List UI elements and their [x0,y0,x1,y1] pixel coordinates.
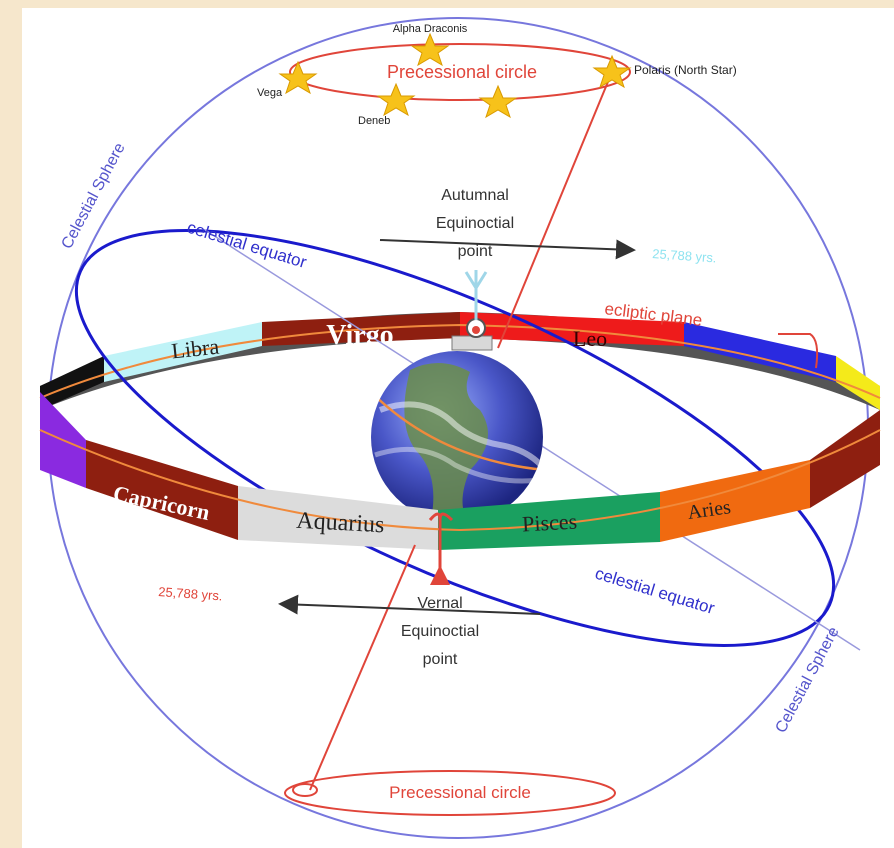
label-autumnal-line1: Autumnal [441,187,509,204]
label-years-left: 25,788 yrs. [158,584,223,603]
label-vega: Vega [257,87,283,99]
label-vernal-line1: Vernal [417,595,462,612]
precession-loop-bottom [292,783,318,797]
label-autumnal-line3: point [458,243,493,260]
ecliptic-plane-pointer [778,333,819,369]
axis-line-top [497,71,613,349]
celestial-equator-orbit [74,229,836,647]
zodiac-label-aquarius: Aquarius [296,508,385,539]
vernal-motion-arrow [278,594,541,615]
star-alpha-draconis [410,32,450,67]
earth-globe [371,351,543,523]
zodiac-label-libra: Libra [170,334,220,364]
zodiac-ring-back [39,312,881,410]
label-precessional-circle-top: Precessional circle [387,62,537,82]
label-vernal-line3: point [423,651,458,668]
zodiac-ring-front [39,392,881,550]
precessional-circle-top-ellipse [289,43,631,101]
label-alpha-draconis: Alpha Draconis [393,23,468,35]
label-vernal-line2: Equinoctial [401,623,479,640]
star-polaris [592,54,632,89]
star-deneb [376,82,416,117]
zodiac-label-virgo: Virgo [326,320,393,351]
zodiac-label-leo: Leo [573,326,607,351]
label-polaris: Polaris (North Star) [634,63,737,77]
vernal-point-marker [428,512,454,585]
north-pole-marker [451,318,493,351]
label-precessional-circle-bottom: Precessional circle [389,783,531,802]
star-vega [278,60,318,95]
autumnal-point-marker [464,270,488,320]
label-autumnal-line2: Equinoctial [436,215,514,232]
label-deneb: Deneb [358,115,390,127]
star-unnamed [478,84,518,119]
axis-line-bottom [309,544,416,791]
zodiac-label-pisces: Pisces [521,509,577,537]
label-years-right: 25,788 yrs. [652,246,717,265]
autumnal-motion-arrow [379,239,636,260]
precessional-circle-bottom-ellipse [284,770,616,816]
